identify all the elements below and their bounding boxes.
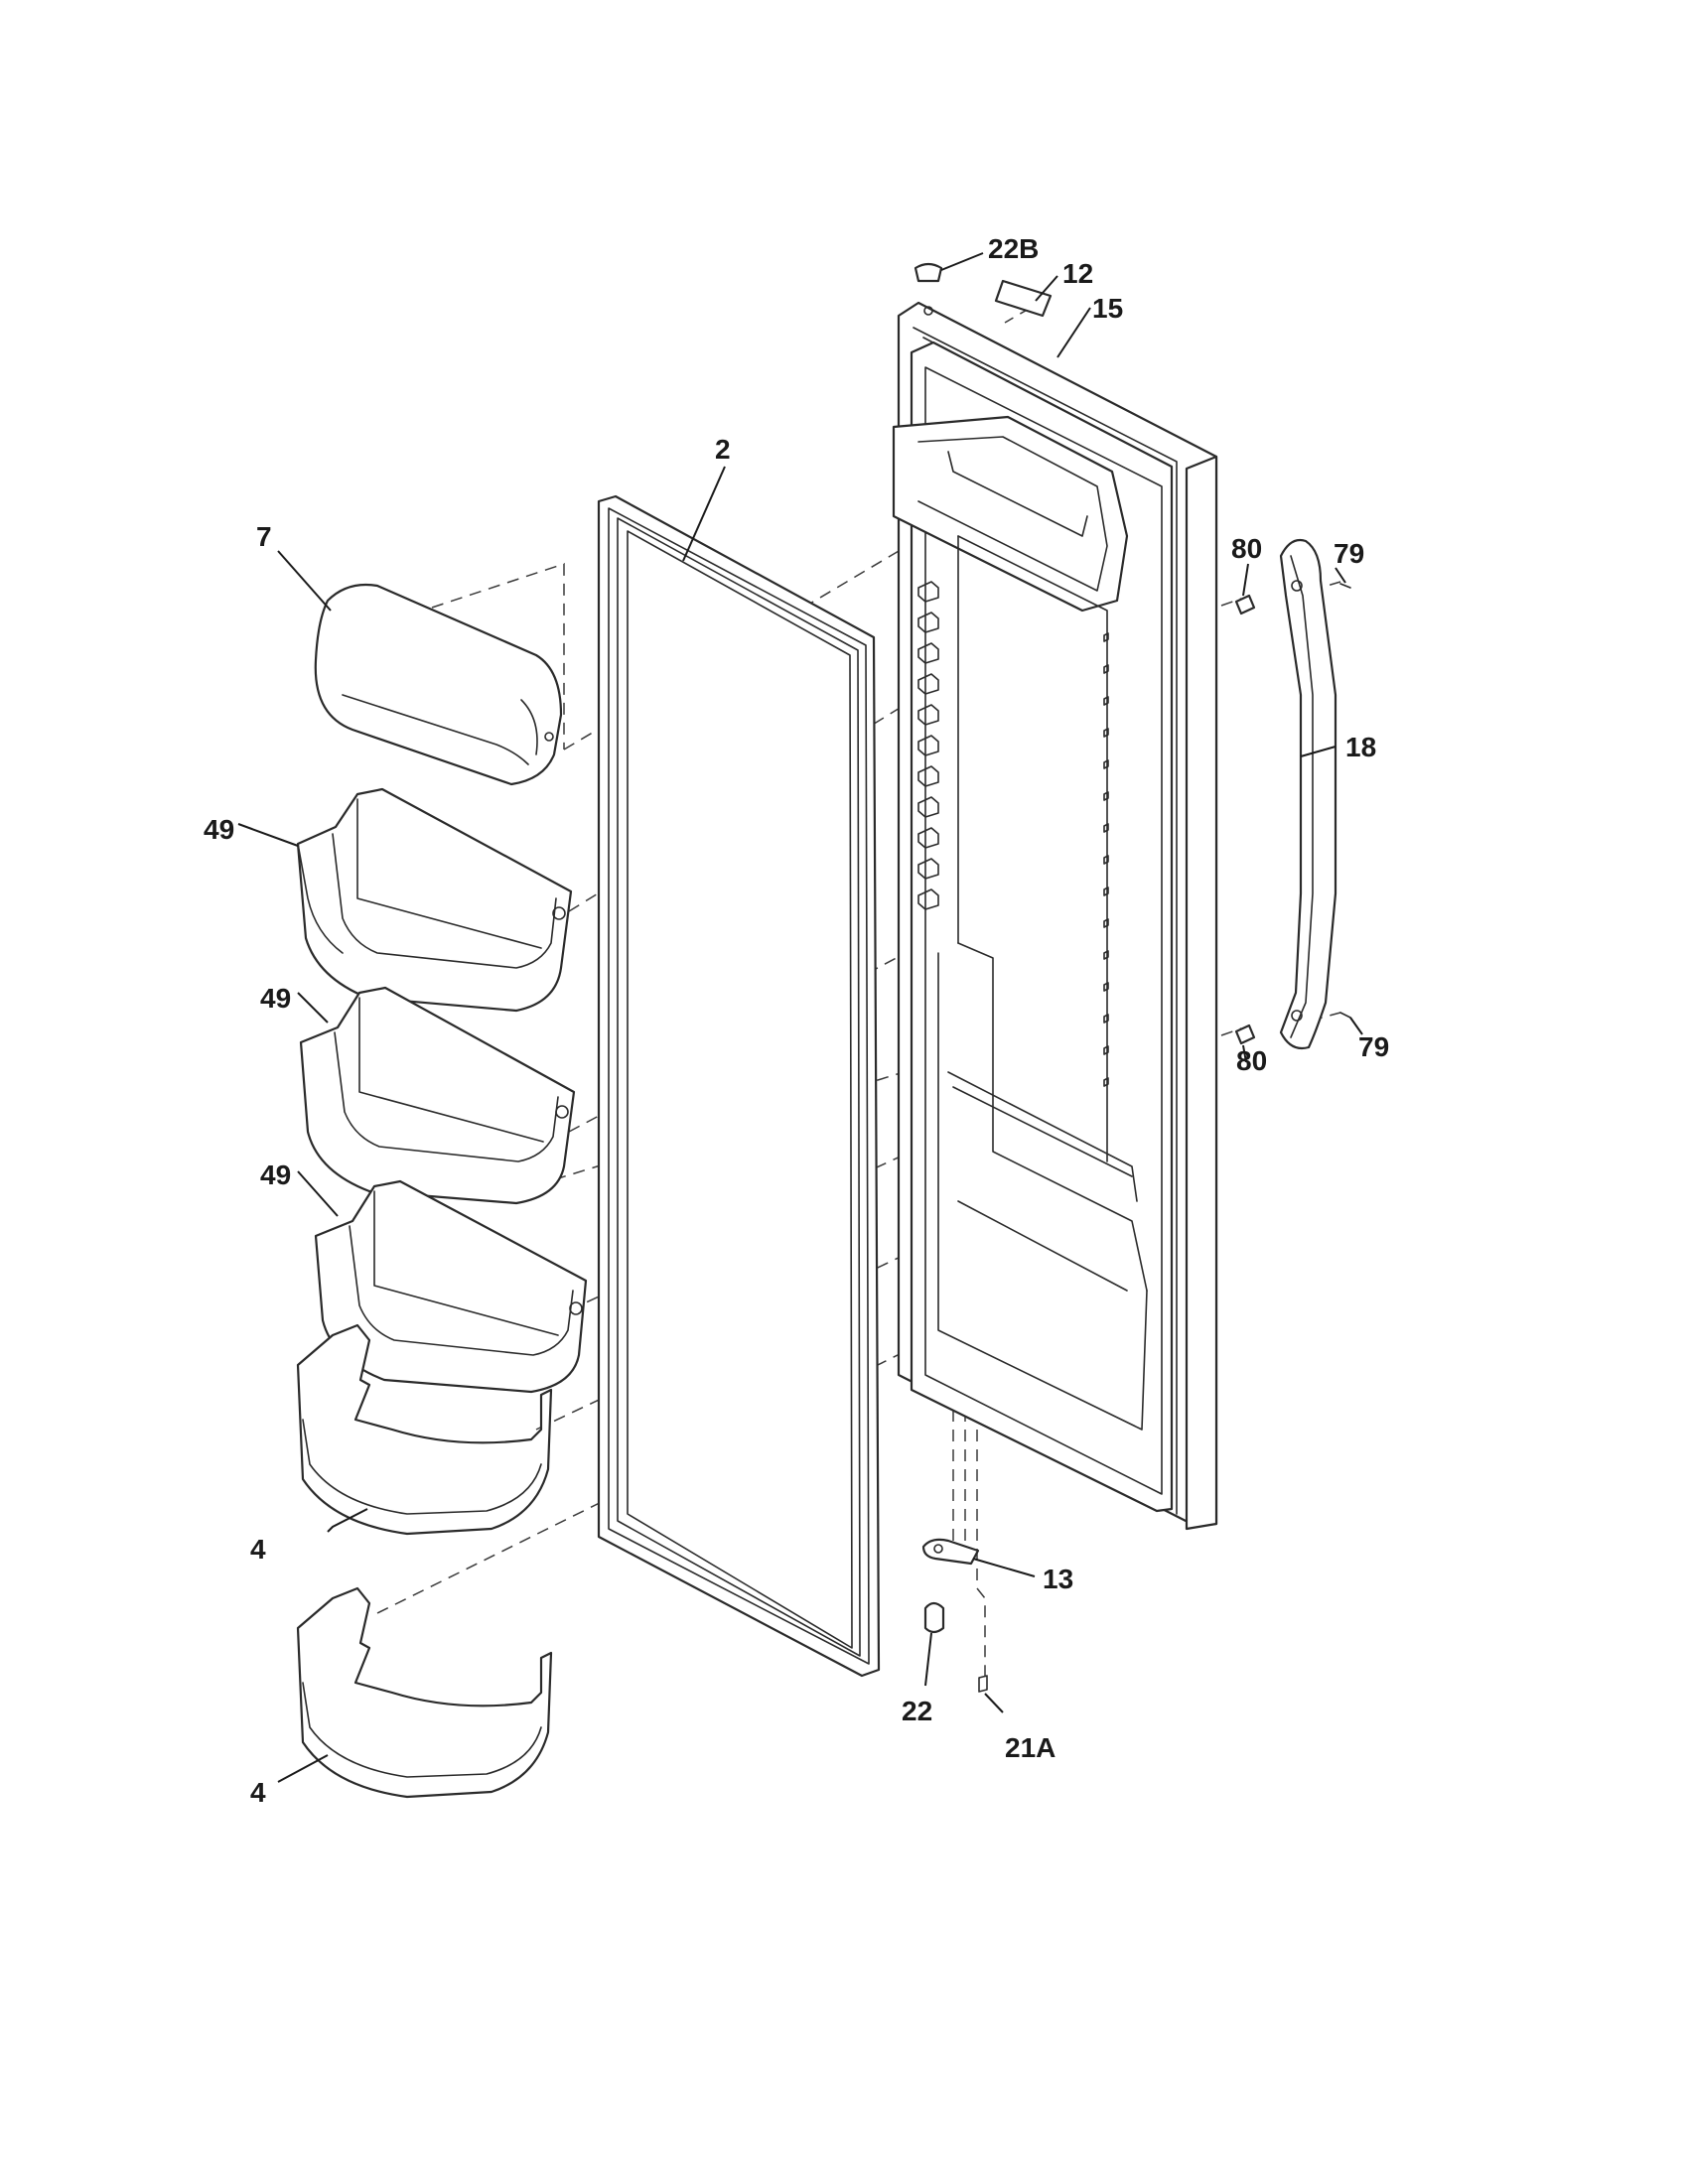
door-handle	[1279, 538, 1337, 1050]
door-shelf-supports	[917, 581, 1109, 1087]
door-assembly	[892, 301, 1218, 1531]
shelf-support-bump	[917, 642, 939, 664]
leader-lines	[237, 252, 1363, 1783]
callout-22b: 22B	[988, 233, 1039, 264]
callout-18: 18	[1345, 732, 1376, 762]
shelf-support-dot	[1103, 696, 1109, 706]
shelf-support-bump	[917, 612, 939, 633]
shelf-support-bump	[917, 704, 939, 726]
screw-21a	[978, 1675, 988, 1693]
screw-80-top	[1234, 594, 1256, 615]
shelf-support-dot	[1103, 728, 1109, 738]
callout-79-top: 79	[1334, 538, 1364, 569]
shelf-support-bump	[917, 827, 939, 849]
shelf-support-bump	[917, 735, 939, 756]
shelf-support-dot	[1103, 887, 1109, 896]
shelf-support-dot	[1103, 664, 1109, 674]
shelf-support-dot	[1103, 1077, 1109, 1087]
callout-7: 7	[256, 521, 272, 552]
shelf-support-bump	[917, 796, 939, 818]
shelf-support-bump	[917, 888, 939, 910]
label-12	[994, 279, 1053, 318]
door-gasket	[597, 494, 881, 1678]
door-side-face	[1185, 455, 1218, 1531]
callout-80-bottom: 80	[1236, 1045, 1267, 1076]
shelf-support-bump	[917, 581, 939, 603]
callout-13: 13	[1043, 1564, 1073, 1594]
plug-22b	[914, 262, 943, 283]
callout-labels: 22B 12 15 2 7 80 79 18 49 49 49 80 79 4 …	[204, 233, 1389, 1808]
callout-2: 2	[715, 434, 731, 465]
callout-4-upper: 4	[250, 1534, 266, 1565]
door-bin-middle	[299, 986, 576, 1205]
screw-80-bottom	[1234, 1024, 1256, 1045]
callout-22: 22	[902, 1696, 932, 1726]
hardware-parts	[914, 262, 1351, 1693]
door-shelf-bin-upper	[296, 1323, 553, 1536]
door-shelf-bin-lower	[296, 1586, 553, 1799]
shelf-support-bump	[917, 673, 939, 695]
shelf-support-bump	[917, 765, 939, 787]
shelf-support-dot	[1103, 632, 1109, 642]
door-bin-top	[296, 787, 573, 1013]
screw-79-bottom	[1339, 1012, 1351, 1019]
callout-49-lower: 49	[260, 1160, 291, 1190]
callout-49-top: 49	[204, 814, 234, 845]
shelf-support-bump	[917, 858, 939, 880]
screw-79-top	[1339, 583, 1351, 589]
dairy-compartment-cover	[314, 583, 563, 786]
callout-12: 12	[1062, 258, 1093, 289]
shelf-support-dot	[1103, 950, 1109, 960]
callout-79-bottom: 79	[1358, 1031, 1389, 1062]
bushing-22	[923, 1601, 945, 1634]
shelf-support-dot	[1103, 1045, 1109, 1055]
shelf-support-dot	[1103, 759, 1109, 769]
shelf-support-dot	[1103, 1014, 1109, 1024]
callout-49-middle: 49	[260, 983, 291, 1014]
shelf-support-dot	[1103, 791, 1109, 801]
callout-15: 15	[1092, 293, 1123, 324]
hinge-13	[921, 1538, 980, 1566]
shelf-support-dot	[1103, 982, 1109, 992]
shelf-support-dot	[1103, 823, 1109, 833]
callout-4-lower: 4	[250, 1777, 266, 1808]
shelf-support-dot	[1103, 918, 1109, 928]
shelf-support-dot	[1103, 855, 1109, 865]
callout-21a: 21A	[1005, 1732, 1055, 1763]
callout-80-top: 80	[1231, 533, 1262, 564]
